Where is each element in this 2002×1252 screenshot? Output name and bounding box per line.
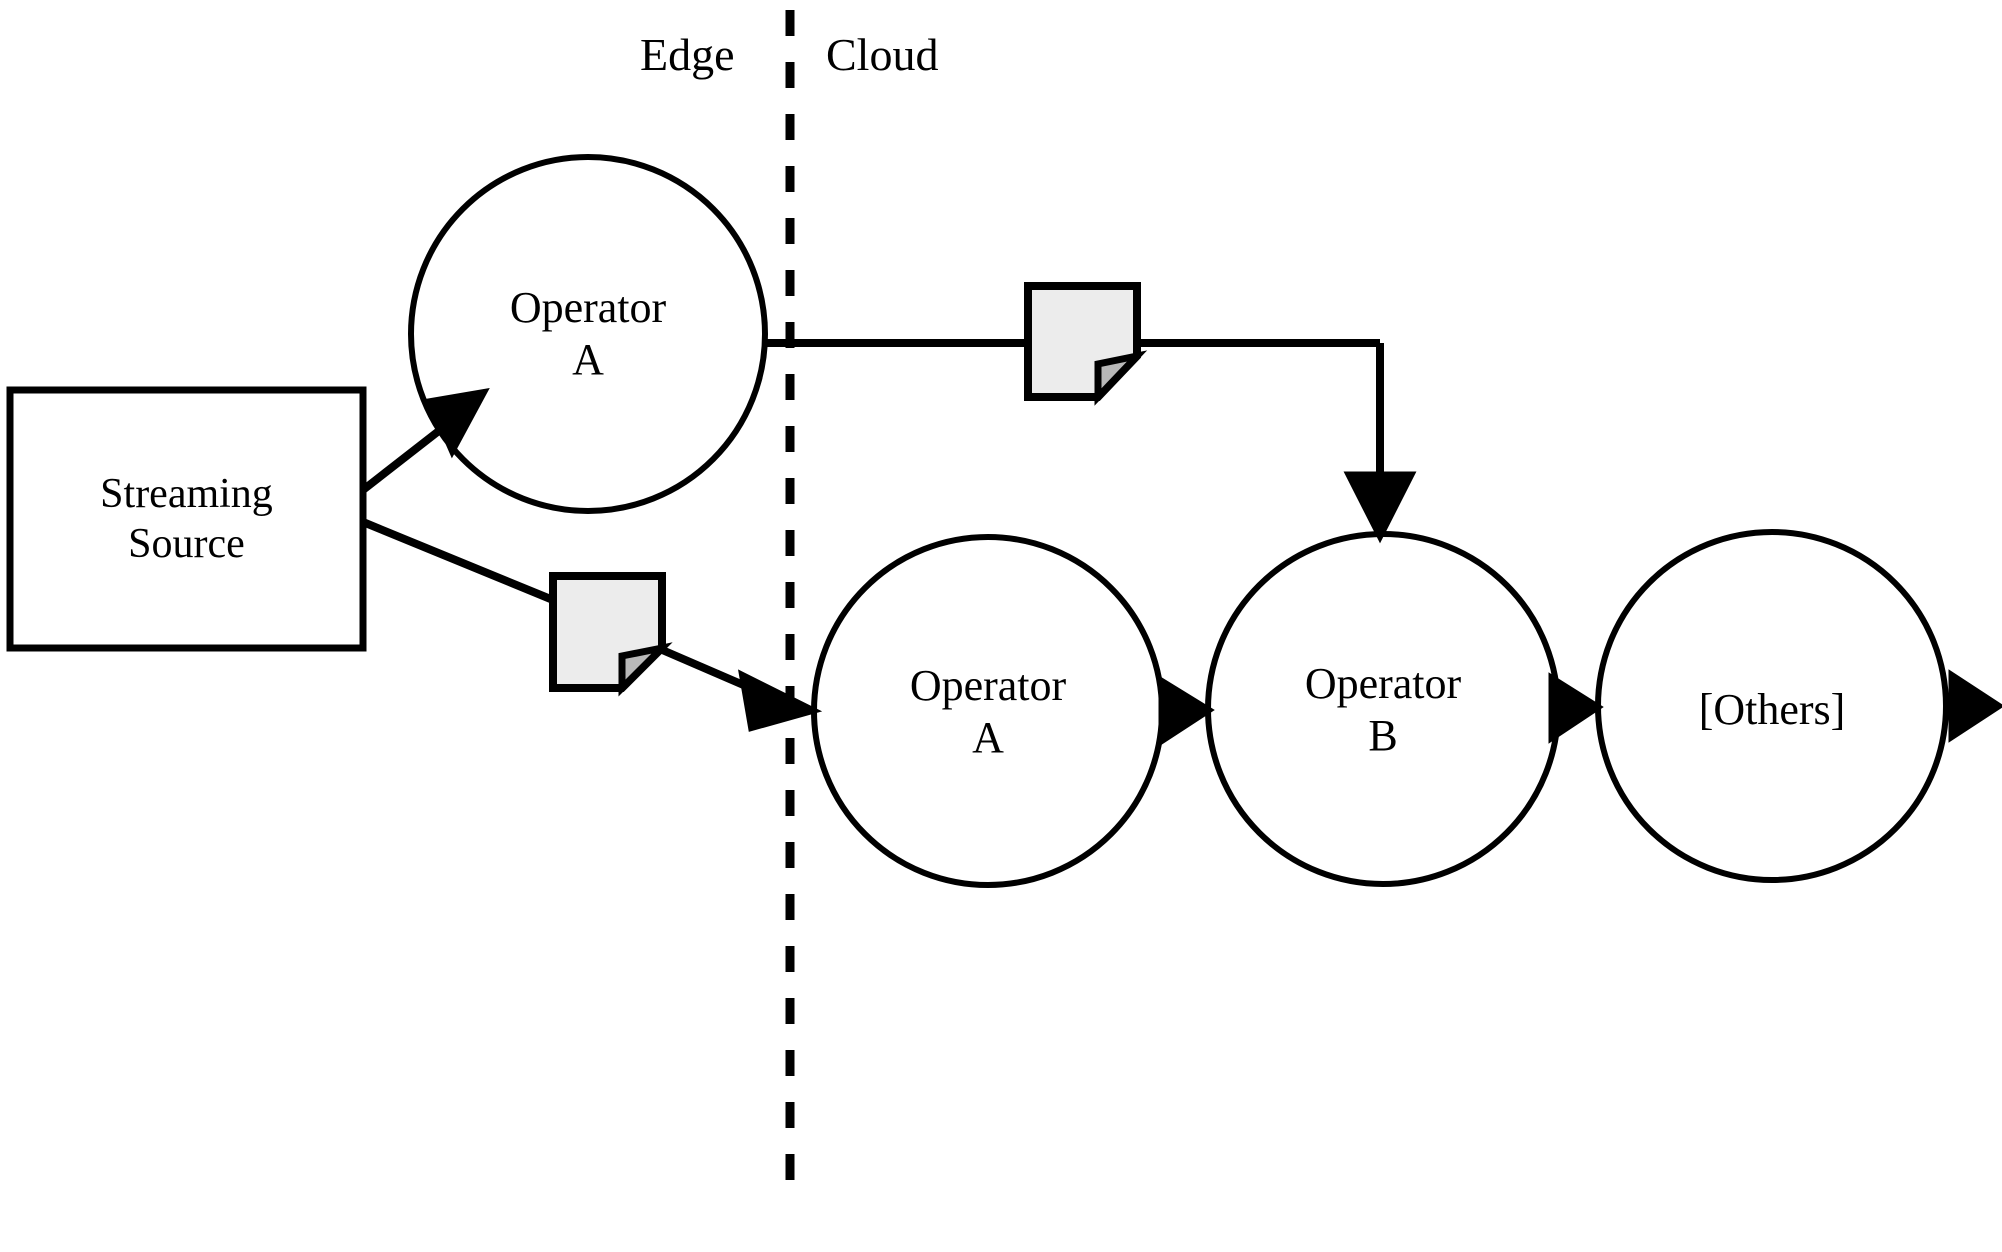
zone-label-edge: Edge: [640, 29, 735, 80]
streaming-source-box: [6, 386, 367, 652]
note-top-icon: [1024, 282, 1148, 406]
edge-source-to-edge-operator-a: [360, 388, 490, 494]
note-bottom-icon: [549, 572, 673, 697]
edge-operator-a-circle: [408, 154, 768, 514]
edge-edge-operator-a-to-cloud-operator-b: [763, 339, 1417, 544]
cloud-operator-b-circle: [1205, 531, 1561, 887]
cloud-others-circle: [1595, 529, 1949, 883]
edge-cloud-operator-b-to-others: [1548, 672, 1604, 744]
edge-others-outbound: [1945, 669, 2002, 743]
edge-cloud-operator-a-to-b: [1158, 675, 1215, 747]
edge-source-to-cloud-operator-a: [361, 518, 823, 732]
cloud-operator-a-circle: [811, 534, 1165, 888]
zone-label-cloud: Cloud: [826, 29, 939, 80]
